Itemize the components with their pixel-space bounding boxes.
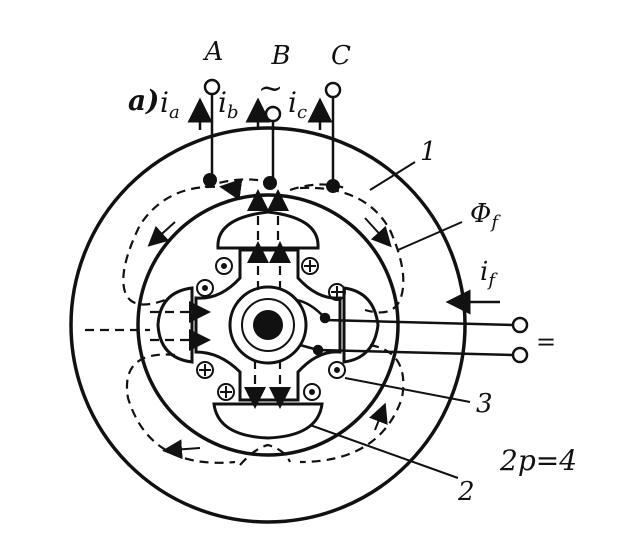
rotor xyxy=(156,210,380,440)
flux-label: Φf xyxy=(470,199,501,233)
current-ib: ib xyxy=(218,86,239,123)
ac-symbol: ~ xyxy=(258,71,283,106)
slip-ring-label: 3 xyxy=(476,389,493,419)
shaft-inner xyxy=(253,310,283,340)
phase-a-label: A xyxy=(203,37,224,67)
current-ic: ic xyxy=(288,86,307,123)
stator-outer xyxy=(69,126,467,524)
field-current-label: if xyxy=(480,257,498,291)
winding-a-dot xyxy=(203,173,217,187)
dc-symbol: = xyxy=(536,328,556,356)
winding-c-dot xyxy=(326,179,340,193)
stator-label: 1 xyxy=(420,137,437,167)
winding-b-dot xyxy=(263,176,277,190)
current-ia: ia xyxy=(160,86,180,123)
field-winding-symbols xyxy=(196,257,346,401)
phase-c-label: C xyxy=(331,41,351,71)
field-leads xyxy=(295,298,529,364)
rotor-label: 2 xyxy=(457,477,475,507)
phase-b-label: B xyxy=(270,41,290,71)
stator-flux-loops xyxy=(122,178,405,466)
panel-label: a) xyxy=(128,84,159,117)
rotor-flux-lines xyxy=(85,189,291,409)
shaft-outer xyxy=(228,285,308,365)
poles-label: 2p=4 xyxy=(499,444,577,477)
